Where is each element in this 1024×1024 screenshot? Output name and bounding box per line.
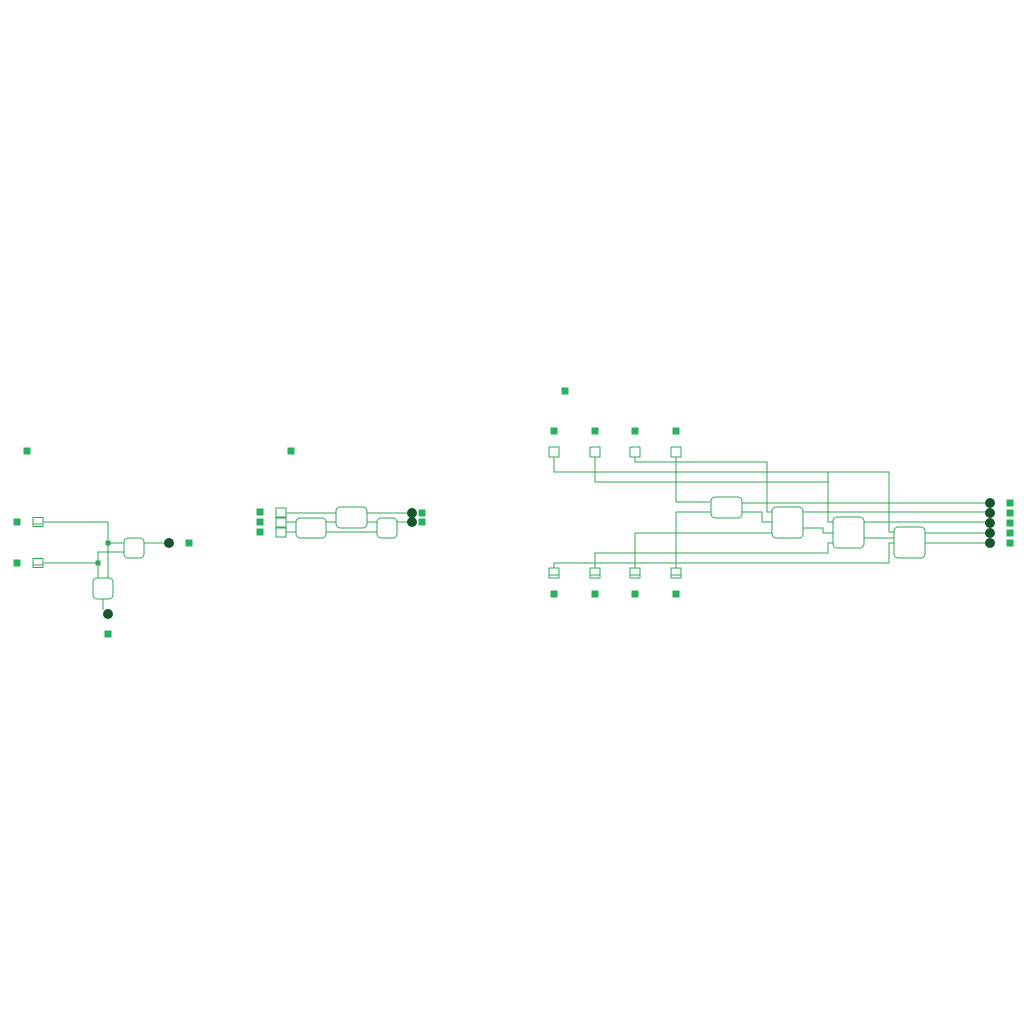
input-marker[interactable]	[591, 590, 599, 598]
input-switch[interactable]	[275, 517, 287, 528]
input-switch[interactable]	[589, 567, 601, 579]
logic-gate[interactable]	[376, 517, 398, 539]
input-marker[interactable]	[631, 590, 639, 598]
wire	[634, 457, 772, 513]
input-marker[interactable]	[13, 518, 21, 526]
circuit-2-label-marker	[287, 447, 295, 455]
logic-gate[interactable]	[335, 506, 368, 529]
output-marker[interactable]	[1006, 499, 1014, 507]
output-led	[407, 517, 417, 527]
logic-gate[interactable]	[832, 516, 865, 549]
logic-gate[interactable]	[92, 577, 114, 600]
wire	[553, 542, 894, 568]
wire	[594, 457, 828, 483]
output-marker[interactable]	[104, 630, 112, 638]
wire-junction	[95, 560, 101, 566]
input-switch[interactable]	[589, 446, 601, 458]
output-led	[985, 508, 995, 518]
output-led	[164, 538, 174, 548]
input-marker[interactable]	[256, 528, 264, 536]
output-marker[interactable]	[418, 518, 426, 526]
input-switch[interactable]	[629, 567, 641, 579]
output-led	[985, 518, 995, 528]
logic-gate[interactable]	[771, 506, 804, 539]
circuit-2	[256, 447, 426, 539]
wire-junction	[105, 540, 111, 546]
circuit-3	[548, 387, 1014, 598]
input-marker[interactable]	[672, 427, 680, 435]
output-marker[interactable]	[185, 539, 193, 547]
wire	[675, 457, 711, 503]
input-marker[interactable]	[591, 427, 599, 435]
input-switch[interactable]	[275, 507, 287, 518]
input-switch[interactable]	[629, 446, 641, 458]
input-switch[interactable]	[670, 567, 682, 579]
output-led	[985, 528, 995, 538]
wire	[767, 471, 894, 533]
output-marker[interactable]	[1006, 529, 1014, 537]
wire	[634, 532, 772, 568]
input-marker[interactable]	[550, 427, 558, 435]
output-led	[985, 538, 995, 548]
wire	[43, 521, 124, 544]
input-marker[interactable]	[672, 590, 680, 598]
output-led	[407, 508, 417, 518]
circuit-1-label-marker	[23, 447, 31, 455]
input-marker[interactable]	[550, 590, 558, 598]
output-led	[985, 498, 995, 508]
input-switch[interactable]	[548, 567, 560, 579]
input-switch[interactable]	[670, 446, 682, 458]
input-marker[interactable]	[256, 508, 264, 516]
output-marker[interactable]	[418, 509, 426, 517]
circuit-1	[13, 447, 193, 638]
input-switch[interactable]	[32, 517, 44, 527]
output-led	[103, 609, 113, 619]
logic-gate[interactable]	[710, 496, 743, 519]
output-marker[interactable]	[1006, 539, 1014, 547]
input-switch[interactable]	[275, 527, 287, 538]
wire	[742, 511, 772, 523]
input-marker[interactable]	[631, 427, 639, 435]
output-marker[interactable]	[1006, 509, 1014, 517]
wire	[43, 551, 124, 564]
logic-gate[interactable]	[295, 517, 327, 539]
logic-gate[interactable]	[123, 537, 145, 559]
wire	[803, 527, 833, 534]
input-switch[interactable]	[548, 446, 560, 458]
input-switch[interactable]	[32, 558, 44, 568]
input-marker[interactable]	[256, 518, 264, 526]
wire	[675, 511, 711, 568]
logic-gate[interactable]	[893, 526, 926, 559]
wire	[594, 542, 833, 568]
circuit-3-label-marker	[561, 387, 569, 395]
output-marker[interactable]	[1006, 519, 1014, 527]
input-marker[interactable]	[13, 559, 21, 567]
